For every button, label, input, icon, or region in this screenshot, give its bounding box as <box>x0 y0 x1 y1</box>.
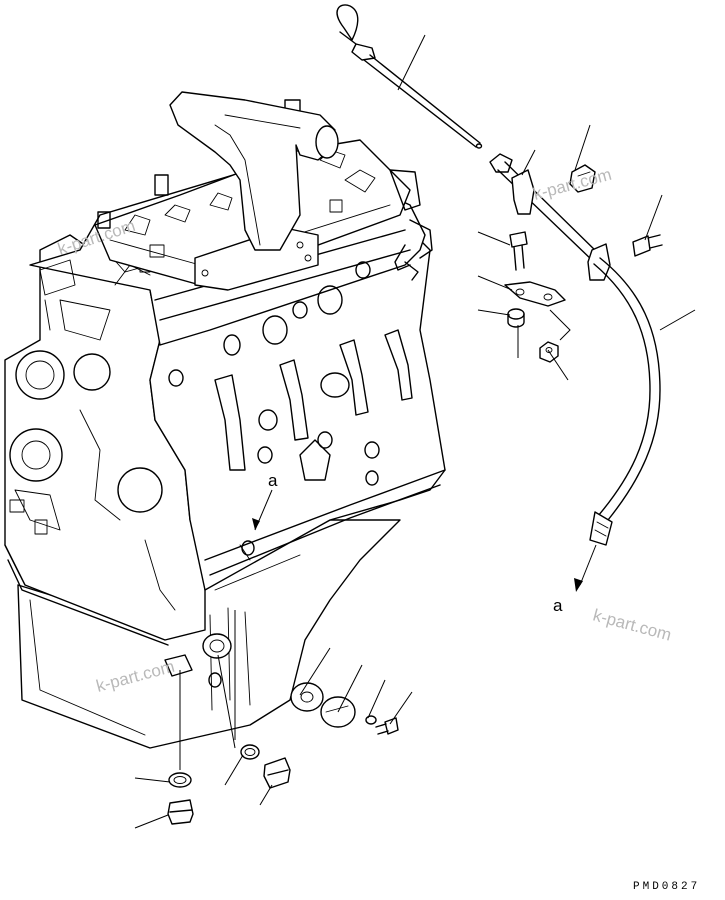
drain-boss <box>164 654 193 677</box>
drawing-code: PMD0827 <box>633 881 700 893</box>
watermark-top-right: k-part.com <box>531 165 613 204</box>
bolt-upper-right <box>569 164 596 193</box>
gasket-ring-center <box>240 744 260 760</box>
washer-small <box>365 715 377 725</box>
cover-bolt <box>375 717 399 735</box>
callout-a-lower: a <box>553 596 563 615</box>
bolt-middle <box>509 231 528 271</box>
clamp-plate <box>504 281 566 307</box>
gasket-ring-left <box>168 772 192 788</box>
watermark-bottom-right: k-part.com <box>591 606 673 645</box>
engine-block <box>4 91 446 749</box>
drain-plug-left <box>167 799 194 825</box>
callout-a-upper: a <box>268 471 278 490</box>
gasket-plate <box>290 682 324 712</box>
spacer-collar <box>507 308 525 328</box>
flange-plate-small <box>202 633 232 659</box>
dipstick <box>336 4 483 149</box>
bolt-right <box>632 234 663 257</box>
leader-lines <box>134 34 696 829</box>
dipstick-guide-tube <box>489 153 661 546</box>
inlet-elbow <box>169 91 336 251</box>
drain-plug-center <box>263 757 291 789</box>
